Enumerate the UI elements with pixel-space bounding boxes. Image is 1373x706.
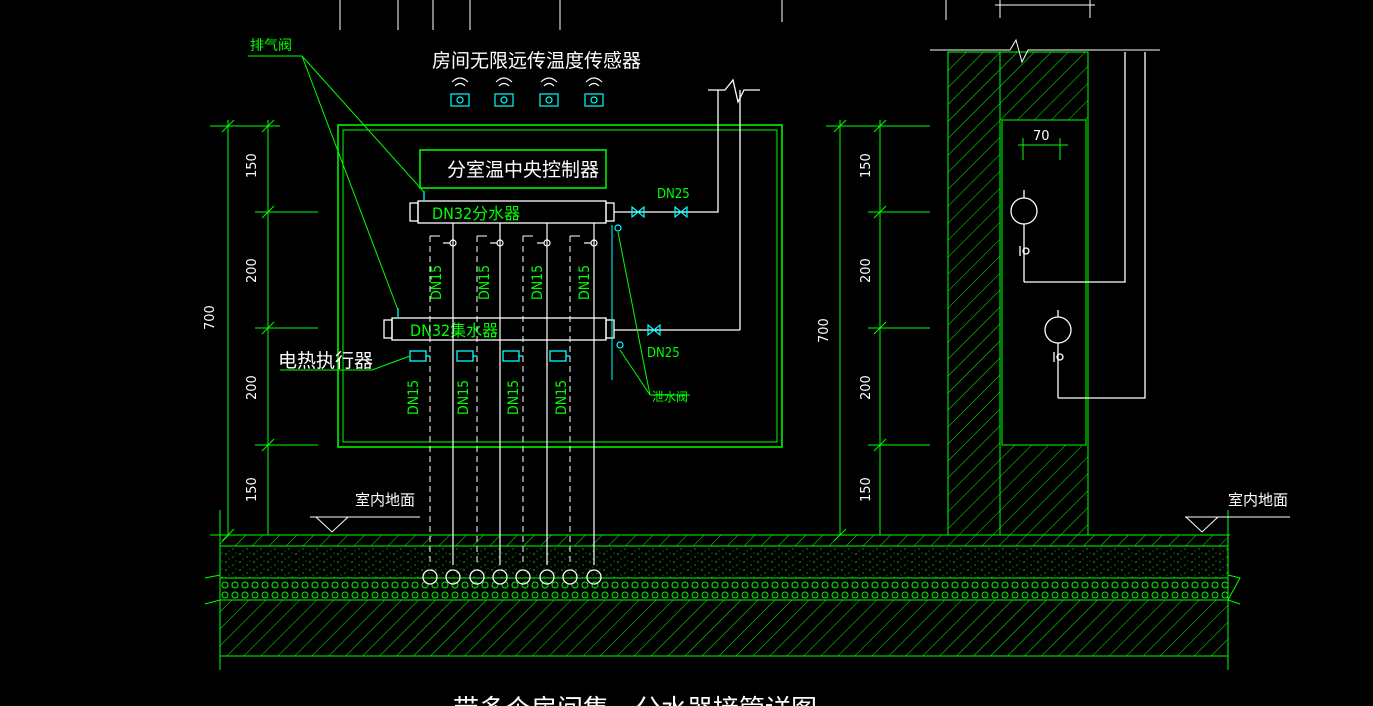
drain-valve-label: 泄水阀 bbox=[652, 390, 688, 404]
valves bbox=[614, 205, 688, 349]
air-vent-label: 排气阀 bbox=[250, 38, 292, 54]
dim-200-lower-left: 200 bbox=[245, 375, 260, 400]
sensor-icon-3 bbox=[539, 77, 559, 107]
sensor-icon-4 bbox=[584, 77, 604, 107]
floor-level-left bbox=[310, 516, 420, 533]
sensor-icon-1 bbox=[450, 77, 470, 107]
electro-thermal-actuators bbox=[409, 350, 570, 362]
dim-150-bottom-right: 150 bbox=[859, 477, 874, 502]
dn15-lower-2: DN15 bbox=[456, 380, 472, 415]
dim-150-top-left: 150 bbox=[245, 153, 260, 178]
floor-level-right bbox=[1185, 516, 1290, 533]
dim-150-bottom-left: 150 bbox=[245, 477, 260, 502]
manifold-cabinet bbox=[337, 124, 783, 448]
top-edge-lines bbox=[339, 0, 1095, 30]
supply-manifold-label: DN32分水器 bbox=[432, 204, 520, 223]
sensor-title: 房间无限远传温度传感器 bbox=[432, 50, 641, 72]
wireless-sensor-icons bbox=[450, 77, 604, 107]
dn15-lower-4: DN15 bbox=[554, 380, 570, 415]
dim-total-right: 700 bbox=[817, 318, 832, 343]
floor-label-right: 室内地面 bbox=[1228, 491, 1288, 509]
dn15-upper-1: DN15 bbox=[429, 265, 445, 300]
dn25-supply-label: DN25 bbox=[657, 187, 690, 202]
supply-manifold bbox=[409, 191, 615, 224]
right-dimension-chain bbox=[826, 119, 930, 542]
floor-pipes bbox=[422, 569, 602, 585]
dim-150-top-right: 150 bbox=[859, 153, 874, 178]
left-dimension-chain bbox=[210, 119, 318, 542]
floor-label-left: 室内地面 bbox=[355, 491, 415, 509]
dn15-upper-3: DN15 bbox=[530, 265, 546, 300]
controller-label: 分室温中央控制器 bbox=[447, 159, 599, 181]
dim-width-70: 70 bbox=[1033, 129, 1050, 144]
floor-slab bbox=[204, 510, 1241, 670]
wall-pipes bbox=[1010, 52, 1146, 399]
main-supply-pipe bbox=[611, 78, 760, 380]
dim-200-upper-left: 200 bbox=[245, 258, 260, 283]
supply-branches bbox=[443, 223, 598, 565]
drawing-title: 带多个房间集、分水器接管详图 bbox=[453, 695, 817, 706]
actuator-label: 电热执行器 bbox=[278, 350, 373, 372]
return-branches bbox=[429, 236, 571, 565]
return-manifold-label: DN32集水器 bbox=[410, 321, 498, 340]
dn15-lower-3: DN15 bbox=[506, 380, 522, 415]
wall-section bbox=[930, 38, 1160, 536]
controller-box bbox=[419, 149, 607, 189]
dim-200-lower-right: 200 bbox=[859, 375, 874, 400]
sensor-icon-2 bbox=[494, 77, 514, 107]
dim-200-upper-right: 200 bbox=[859, 258, 874, 283]
dn15-upper-4: DN15 bbox=[577, 265, 593, 300]
return-manifold bbox=[383, 308, 615, 341]
leader-lines bbox=[248, 55, 690, 396]
wall-dim-70 bbox=[1018, 138, 1068, 160]
dn15-lower-1: DN15 bbox=[406, 380, 422, 415]
dn25-return-label: DN25 bbox=[647, 346, 680, 361]
dim-total-left: 700 bbox=[203, 305, 218, 330]
dn15-upper-2: DN15 bbox=[477, 265, 493, 300]
